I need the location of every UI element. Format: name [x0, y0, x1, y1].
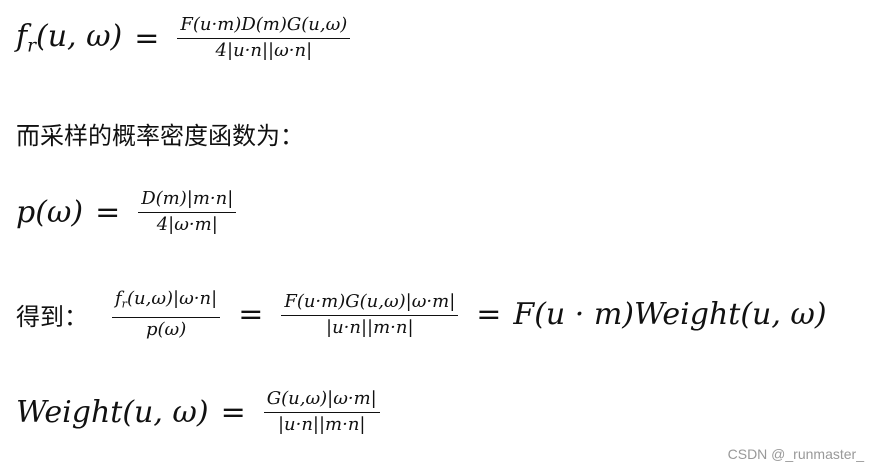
brdf-subscript: r — [27, 35, 36, 57]
weight-fraction: G(u,ω)|ω·m| |u·n||m·n| — [263, 388, 380, 436]
ratio-numerator: fr(u,ω)|ω·n| — [112, 288, 220, 315]
pdf-fraction: D(m)|m·n| 4|ω·m| — [138, 188, 237, 236]
brdf-f: f — [16, 19, 28, 55]
equation-brdf: fr(u, ω) = F(u·m)D(m)G(u,ω) 4|u·n||ω·n| — [16, 14, 356, 62]
ratio-fraction: fr(u,ω)|ω·n| p(ω) — [112, 288, 221, 341]
fraction-bar — [281, 314, 459, 316]
ratio-num-rest: (u,ω)|ω·n| — [127, 288, 218, 309]
expanded-fraction: F(u·m)G(u,ω)|ω·m| |u·n||m·n| — [281, 290, 459, 339]
equals-sign: = — [476, 297, 502, 333]
weight-numerator: G(u,ω)|ω·m| — [266, 388, 377, 409]
pdf-denominator: 4|ω·m| — [156, 214, 218, 235]
pdf-intro-label: 而采样的概率密度函数为： — [16, 122, 304, 150]
fraction-bar — [112, 317, 221, 319]
pdf-numerator: D(m)|m·n| — [141, 188, 234, 209]
fraction-bar — [138, 212, 237, 213]
equation-weight: Weight(u, ω) = G(u,ω)|ω·m| |u·n||m·n| — [16, 388, 386, 436]
equals-sign: = — [238, 297, 264, 333]
weight-denominator: |u·n||m·n| — [277, 414, 366, 435]
equals-sign: = — [95, 194, 121, 230]
brdf-args: (u, ω) — [36, 19, 123, 55]
brdf-lhs: fr(u, ω) — [16, 19, 122, 57]
brdf-fraction: F(u·m)D(m)G(u,ω) 4|u·n||ω·n| — [177, 14, 351, 62]
equals-sign: = — [134, 20, 160, 56]
equation-pdf: p(ω) = D(m)|m·n| 4|ω·m| — [16, 188, 242, 236]
pdf-intro-text: 而采样的概率密度函数为： — [16, 116, 304, 151]
ratio-num-f: f — [115, 288, 122, 309]
equals-sign: = — [220, 394, 246, 430]
weight-lhs: Weight(u, ω) — [16, 394, 209, 430]
ratio-num-subscript: r — [121, 297, 128, 311]
brdf-numerator: F(u·m)D(m)G(u,ω) — [180, 14, 348, 35]
result-label: 得到： — [16, 303, 88, 332]
result-rhs: F(u · m)Weight(u, ω) — [513, 297, 827, 333]
expanded-denominator: |u·n||m·n| — [326, 316, 414, 338]
equation-result: 得到： fr(u,ω)|ω·n| p(ω) = F(u·m)G(u,ω)|ω·m… — [16, 288, 827, 341]
watermark: CSDN @_runmaster_ — [727, 446, 864, 462]
fraction-bar — [177, 38, 351, 39]
ratio-denominator: p(ω) — [145, 319, 187, 341]
pdf-lhs: p(ω) — [16, 194, 84, 230]
expanded-numerator: F(u·m)G(u,ω)|ω·m| — [284, 290, 456, 312]
fraction-bar — [263, 412, 380, 413]
brdf-denominator: 4|u·n||ω·n| — [215, 40, 313, 61]
